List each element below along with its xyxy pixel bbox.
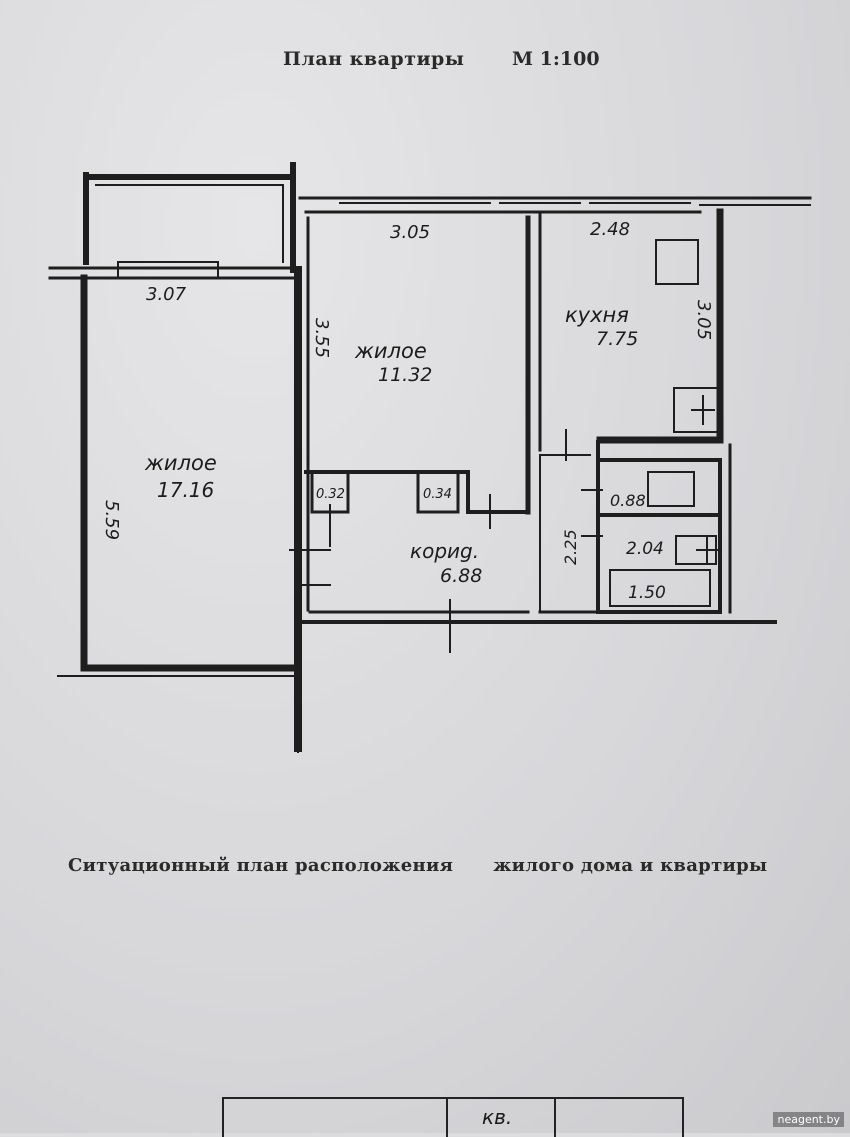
- room-area-closet-2: 0.34: [423, 487, 452, 502]
- dim-living-small-width: 3.05: [390, 222, 430, 243]
- section-title: Ситуационный план расположения жилого дом…: [68, 855, 767, 876]
- page-title: План квартиры: [283, 48, 465, 70]
- toilet-fixture: [647, 471, 695, 507]
- room-name-living-small: жилое: [354, 339, 427, 363]
- balcony-wall: [48, 266, 302, 280]
- room-name-kitchen: кухня: [565, 303, 629, 327]
- wall-bathroom: [596, 440, 722, 614]
- bathtub: [609, 569, 711, 607]
- info-table: кв.: [222, 1097, 684, 1137]
- apartment-number-label: кв.: [482, 1105, 513, 1129]
- room-area-closet-1: 0.32: [316, 487, 345, 502]
- room-name-corridor: кориg.: [410, 539, 479, 563]
- dim-corridor-length: 2.25: [561, 529, 580, 565]
- dim-kitchen-length: 3.05: [693, 300, 714, 340]
- dim-living-large-length: 5.59: [101, 500, 122, 540]
- wall-large-living: [80, 274, 302, 672]
- room-area-kitchen: 7.75: [596, 328, 638, 350]
- dim-kitchen-width: 2.48: [590, 219, 630, 240]
- scale-label: М 1:100: [512, 48, 600, 70]
- room-area-bathroom: 1.50: [628, 583, 666, 603]
- dim-living-small-length: 3.55: [311, 318, 332, 358]
- room-area-corridor: 6.88: [440, 565, 482, 587]
- stove: [655, 239, 699, 285]
- dim-living-large-width: 3.07: [146, 284, 187, 305]
- kitchen-sink: [673, 387, 719, 433]
- balcony-outline: [83, 162, 296, 273]
- section-title-left: Ситуационный план расположения: [68, 855, 454, 876]
- room-area-living-large: 17.16: [157, 478, 214, 502]
- table-divider: [554, 1099, 556, 1137]
- watermark: neagent.by: [773, 1112, 844, 1127]
- dim-bathroom-width: 2.04: [626, 539, 664, 559]
- table-divider: [446, 1099, 448, 1137]
- section-title-right: жилого дома и квартиры: [493, 855, 768, 876]
- room-area-toilet: 0.88: [610, 491, 646, 510]
- room-area-living-small: 11.32: [378, 364, 432, 386]
- room-name-living-large: жилое: [144, 451, 217, 475]
